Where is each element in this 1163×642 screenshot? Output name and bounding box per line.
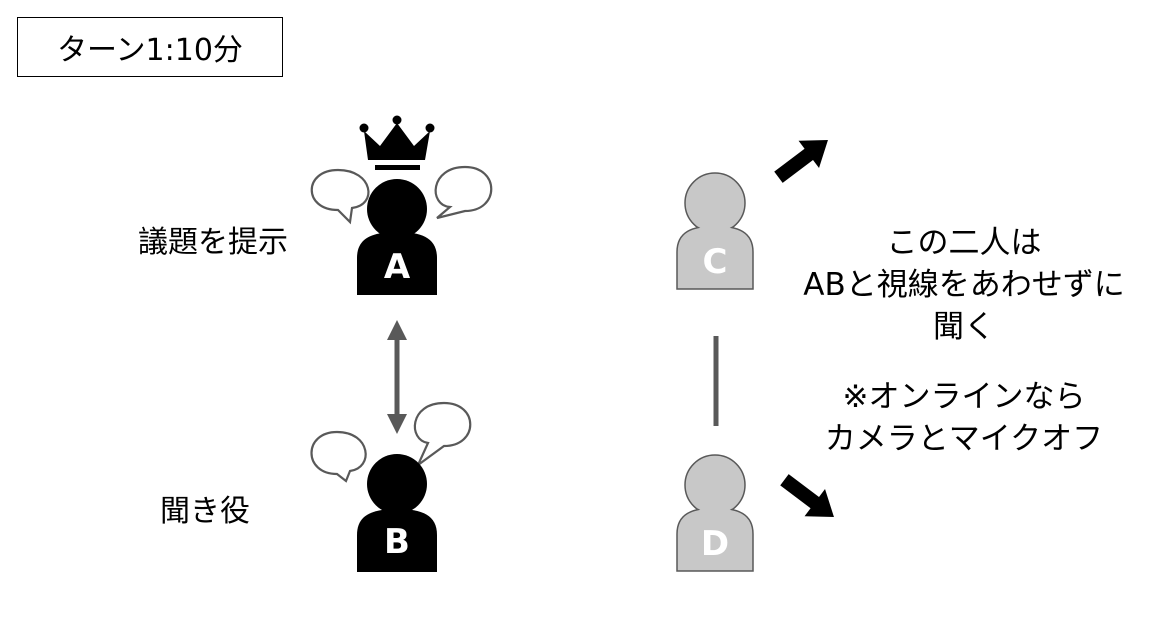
online-note-line-2: カメラとマイクオフ <box>824 421 1104 457</box>
person-b-letter: B <box>384 522 410 562</box>
speech-bubble-icon <box>310 430 367 483</box>
role-a-description: 議題を提示 <box>138 225 288 260</box>
person-d-letter: D <box>701 524 729 564</box>
person-a-letter: A <box>384 247 411 287</box>
person-icon <box>367 179 427 239</box>
online-note-line-1: ※オンラインなら <box>842 379 1086 415</box>
observer-note-line-2: ABと視線をあわせずに <box>803 267 1125 303</box>
observer-note: この二人は ABと視線をあわせずに 聞く <box>774 222 1154 348</box>
crown-icon <box>359 115 435 170</box>
online-note: ※オンラインなら カメラとマイクオフ <box>774 376 1154 460</box>
person-c: C <box>676 172 754 290</box>
turn-label: ターン1:10分 <box>57 33 243 68</box>
direction-arrow-icon <box>774 139 828 183</box>
role-b-description: 聞き役 <box>160 494 250 529</box>
person-icon <box>367 454 427 514</box>
person-d: D <box>676 454 754 572</box>
observer-note-line-3: 聞く <box>933 309 995 345</box>
person-c-letter: C <box>703 242 728 282</box>
direction-arrow-icon <box>780 474 834 518</box>
speech-bubble-icon <box>413 401 472 469</box>
speech-bubble-icon <box>310 168 370 225</box>
turn-label-box: ターン1:10分 <box>17 17 283 77</box>
speech-bubble-icon <box>434 165 493 220</box>
person-a: A <box>357 179 437 295</box>
observer-note-line-1: この二人は <box>886 225 1042 261</box>
person-b: B <box>357 454 437 572</box>
